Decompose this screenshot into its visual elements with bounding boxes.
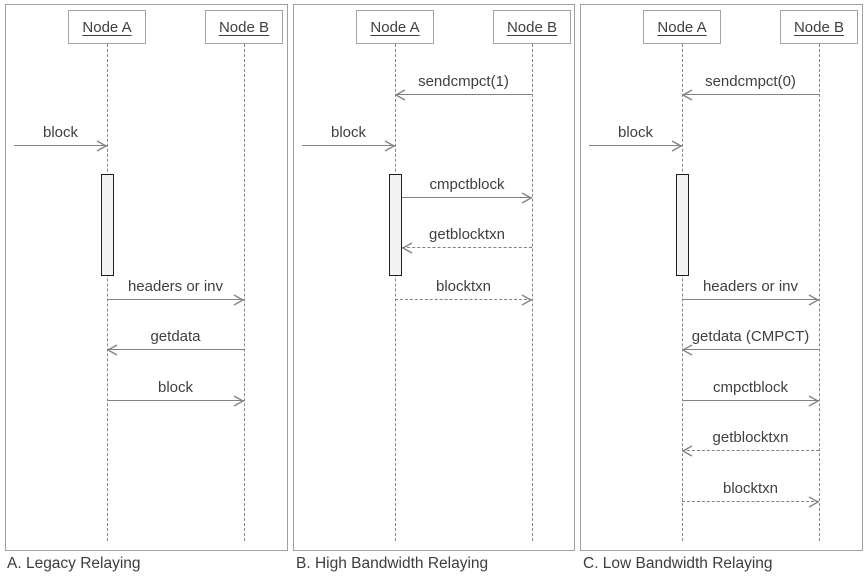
- node-a-lifeline: [107, 44, 108, 541]
- node-a-label: Node A: [657, 18, 707, 36]
- message-sendcmpct-0: sendcmpct(0): [682, 69, 819, 101]
- message-label: getdata: [150, 328, 201, 345]
- caption-legacy-relaying: A. Legacy Relaying: [7, 555, 141, 572]
- message-label: blocktxn: [435, 278, 492, 295]
- message-line: [107, 299, 244, 300]
- message-label: block: [42, 124, 79, 141]
- arrowhead-right-icon: [96, 140, 107, 152]
- message-sendcmpct-1: sendcmpct(1): [395, 69, 532, 101]
- message-getblocktxn: getblocktxn: [682, 425, 819, 457]
- message-label: blocktxn: [722, 480, 779, 497]
- arrowhead-left-icon: [402, 242, 413, 254]
- message-line: [395, 299, 532, 300]
- node-b-lifeline: [819, 44, 820, 541]
- message-label: block: [157, 379, 194, 396]
- node-a-lifeline: [682, 44, 683, 541]
- message-getdata-cmpct: getdata (CMPCT): [682, 324, 819, 356]
- arrowhead-right-icon: [521, 294, 532, 306]
- arrowhead-right-icon: [808, 395, 819, 407]
- panel-legacy-relaying: Node A Node B block headers or inv getda…: [5, 4, 288, 551]
- arrowhead-right-icon: [384, 140, 395, 152]
- message-line: [107, 400, 244, 401]
- message-getdata: getdata: [107, 324, 244, 356]
- node-b-label: Node B: [218, 18, 270, 36]
- panel-high-bandwidth-relaying: Node A Node B sendcmpct(1) block cmpctbl…: [293, 4, 575, 551]
- arrowhead-left-icon: [682, 445, 693, 457]
- node-a-box: Node A: [356, 10, 434, 44]
- node-b-label: Node B: [506, 18, 558, 36]
- message-label: getblocktxn: [429, 226, 505, 243]
- message-line: [682, 501, 819, 502]
- message-line: [682, 349, 819, 350]
- message-line: [14, 145, 107, 146]
- message-line: [682, 94, 819, 95]
- arrowhead-left-icon: [682, 89, 693, 101]
- arrowhead-right-icon: [233, 395, 244, 407]
- node-b-box: Node B: [205, 10, 283, 44]
- message-line: [682, 400, 819, 401]
- message-getblocktxn: getblocktxn: [402, 222, 532, 254]
- message-label: headers or inv: [702, 278, 799, 295]
- node-a-box: Node A: [68, 10, 146, 44]
- message-line: [302, 145, 395, 146]
- message-blocktxn: blocktxn: [395, 274, 532, 306]
- message-cmpctblock: cmpctblock: [682, 375, 819, 407]
- message-line: [682, 299, 819, 300]
- arrowhead-right-icon: [808, 496, 819, 508]
- node-b-label: Node B: [793, 18, 845, 36]
- message-label: sendcmpct(1): [418, 73, 509, 90]
- node-a-label: Node A: [370, 18, 420, 36]
- panel-low-bandwidth-relaying: Node A Node B sendcmpct(0) block headers…: [580, 4, 863, 551]
- arrowhead-left-icon: [107, 344, 118, 356]
- caption-low-bandwidth-relaying: C. Low Bandwidth Relaying: [583, 555, 773, 572]
- message-block-incoming: block: [589, 120, 682, 152]
- arrowhead-right-icon: [521, 192, 532, 204]
- message-headers-or-inv: headers or inv: [107, 274, 244, 306]
- message-label: block: [330, 124, 367, 141]
- message-cmpctblock: cmpctblock: [402, 172, 532, 204]
- arrowhead-left-icon: [395, 89, 406, 101]
- node-b-lifeline: [532, 44, 533, 541]
- arrowhead-left-icon: [682, 344, 693, 356]
- node-b-box: Node B: [780, 10, 858, 44]
- arrowhead-right-icon: [808, 294, 819, 306]
- message-line: [402, 247, 532, 248]
- node-b-box: Node B: [493, 10, 571, 44]
- activation-bar: [101, 174, 114, 276]
- arrowhead-right-icon: [671, 140, 682, 152]
- message-label: headers or inv: [127, 278, 224, 295]
- message-block-incoming: block: [14, 120, 107, 152]
- message-block: block: [107, 375, 244, 407]
- message-label: sendcmpct(0): [705, 73, 796, 90]
- message-line: [682, 450, 819, 451]
- message-line: [107, 349, 244, 350]
- message-label: getdata (CMPCT): [691, 328, 810, 345]
- message-line: [589, 145, 682, 146]
- message-label: cmpctblock: [712, 379, 789, 396]
- arrowhead-right-icon: [233, 294, 244, 306]
- message-headers-or-inv: headers or inv: [682, 274, 819, 306]
- activation-bar: [676, 174, 689, 276]
- activation-bar: [389, 174, 402, 276]
- caption-high-bandwidth-relaying: B. High Bandwidth Relaying: [296, 555, 489, 572]
- message-label: block: [617, 124, 654, 141]
- message-block-incoming: block: [302, 120, 395, 152]
- node-b-lifeline: [244, 44, 245, 541]
- node-a-label: Node A: [82, 18, 132, 36]
- message-label: cmpctblock: [429, 176, 505, 193]
- message-line: [395, 94, 532, 95]
- message-label: getblocktxn: [712, 429, 789, 446]
- node-a-box: Node A: [643, 10, 721, 44]
- node-a-lifeline: [395, 44, 396, 541]
- message-line: [402, 197, 532, 198]
- message-blocktxn: blocktxn: [682, 476, 819, 508]
